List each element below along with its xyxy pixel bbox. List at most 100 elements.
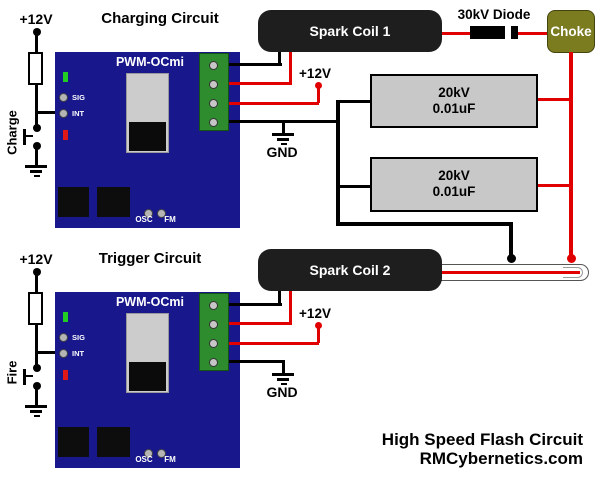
- red-led: [63, 130, 68, 140]
- wire-junction-int-trigger: [35, 351, 64, 354]
- wire-bus-cap2-left: [336, 184, 370, 188]
- wire-resistor-junction: [35, 85, 38, 112]
- supply-12v-label-trigger: +12V: [19, 251, 53, 267]
- gnd-drop-trigger: [281, 361, 285, 374]
- mosfet-body: [129, 362, 166, 391]
- wire-switch-ground: [35, 149, 38, 165]
- spark-coil-1-label: Spark Coil 1: [309, 23, 391, 39]
- trigger-circuit-title: Trigger Circuit: [98, 250, 202, 267]
- credit-line-1: High Speed Flash Circuit: [381, 430, 583, 449]
- wire-junction-switch: [35, 112, 38, 126]
- terminal-screw-4: [209, 357, 218, 367]
- flash-tube-inner-end: [563, 267, 583, 278]
- resistor-charging: [28, 52, 43, 85]
- aux-12v-node-trigger: [314, 321, 322, 329]
- wire-supply-resistor: [35, 34, 38, 52]
- green-led: [63, 72, 68, 82]
- capacitor-1-line2: 0.01uF: [432, 101, 476, 116]
- wire-switch-ground-trigger: [35, 389, 38, 405]
- osc-label: OSC: [135, 215, 153, 224]
- supply-node-dot: [32, 27, 41, 36]
- wire-t2-coil1-v: [289, 52, 292, 84]
- wire-t2-coil2-v: [289, 291, 292, 324]
- pwm-module-trigger: PWM-OCmi SIG INT OSC FM: [55, 292, 240, 468]
- pwm-module-charging: PWM-OCmi SIG INT OSC FM: [55, 52, 240, 228]
- supply-12v-label-charging: +12V: [19, 11, 53, 27]
- wire-coil1-diode: [442, 31, 470, 35]
- wire-t3-12v-h: [229, 101, 319, 105]
- switch-contact-top-trigger: [32, 363, 41, 372]
- ground-bar-3-trigger: [33, 414, 40, 417]
- supply-node-dot-trigger: [32, 267, 41, 276]
- wire-junction-int: [35, 111, 64, 114]
- capacitor-1-line1: 20kV: [438, 85, 470, 100]
- osc-pot: [143, 448, 153, 458]
- wire-diode-choke: [518, 31, 547, 35]
- charging-circuit-title: Charging Circuit: [101, 10, 219, 27]
- wire-cap1-right-bus: [538, 97, 571, 101]
- wire-t1-coil1-v: [278, 52, 281, 65]
- int-label: INT: [72, 109, 85, 118]
- spark-coil-1: Spark Coil 1: [258, 10, 442, 52]
- fm-label: FM: [164, 215, 176, 224]
- fm-label: FM: [164, 455, 176, 464]
- int-indicator: [59, 108, 68, 118]
- wire-t2-coil1-h: [229, 81, 292, 85]
- wire-t4-gnd-trigger: [229, 359, 285, 363]
- wire-bus-tube-electrode: [509, 221, 513, 256]
- wire-t1-coil2-h: [229, 302, 282, 306]
- int-indicator: [59, 348, 68, 358]
- terminal-screw-1: [209, 300, 218, 310]
- chip-1: [58, 187, 89, 217]
- pushbutton-actuator-stem-trigger: [25, 374, 33, 377]
- black-bus-vertical: [336, 99, 340, 226]
- wire-supply-resistor-trigger: [35, 274, 38, 292]
- pushbutton-actuator-bar-trigger: [22, 368, 26, 385]
- wire-t2-coil2-h: [229, 321, 292, 325]
- ground-bar-1-trigger: [25, 405, 47, 408]
- site-credit: High Speed Flash Circuit RMCybernetics.c…: [382, 430, 583, 468]
- wire-t3-12v-v: [316, 86, 320, 103]
- terminal-screw-4: [209, 117, 218, 127]
- wire-junction-switch-trigger: [35, 352, 38, 366]
- choke: Choke: [547, 10, 595, 53]
- hv-diode-stripe: [505, 26, 511, 39]
- aux-12v-label-trigger: +12V: [299, 306, 331, 321]
- ground-bar-3: [33, 174, 40, 177]
- ground-bar-1: [25, 165, 47, 168]
- terminal-screw-3: [209, 98, 218, 108]
- charge-label: Charge: [4, 110, 20, 155]
- sig-label: SIG: [72, 93, 85, 102]
- module-title: PWM-OCmi: [115, 295, 185, 309]
- pushbutton-actuator-bar: [22, 128, 26, 145]
- osc-label: OSC: [135, 455, 153, 464]
- green-led: [63, 312, 68, 322]
- terminal-screw-2: [209, 319, 218, 329]
- chip-1: [58, 427, 89, 457]
- sig-label: SIG: [72, 333, 85, 342]
- terminal-block: [199, 53, 229, 131]
- wire-cap2-right-bus: [538, 183, 571, 187]
- tube-electrode-red-dot: [566, 253, 576, 263]
- hv-diode-label: 30kV Diode: [457, 7, 531, 22]
- aux-12v-label-charging: +12V: [299, 66, 331, 81]
- fm-pot: [156, 208, 166, 218]
- spark-coil-2-label: Spark Coil 2: [309, 262, 391, 278]
- resistor-trigger: [28, 292, 43, 325]
- tube-electrode-black-dot: [506, 253, 516, 263]
- choke-label: Choke: [550, 24, 592, 39]
- spark-coil-2: Spark Coil 2: [258, 249, 442, 291]
- mosfet-heatsink: [126, 73, 169, 153]
- gnd-drop-charging: [281, 121, 285, 134]
- trigger-wire-in-tube: [442, 270, 580, 274]
- int-label: INT: [72, 349, 85, 358]
- pushbutton-actuator-stem: [25, 134, 33, 137]
- wire-t1-coil1-h: [229, 62, 282, 66]
- wire-t1-coil2-v: [278, 291, 281, 304]
- aux-12v-node-charging: [314, 81, 322, 89]
- wire-t3-12v-v-trigger: [316, 326, 320, 343]
- gnd-bar-1-trigger-side: [272, 373, 294, 376]
- wire-resistor-junction-trigger: [35, 325, 38, 352]
- gnd-label-trigger: GND: [266, 384, 298, 400]
